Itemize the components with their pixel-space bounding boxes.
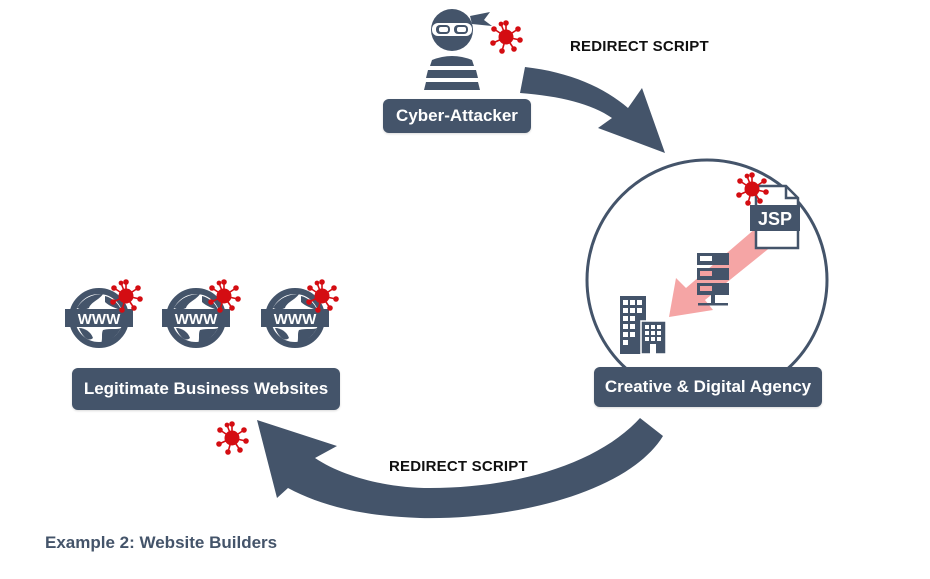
jsp-label: JSP xyxy=(758,209,792,229)
virus-icon xyxy=(216,421,249,455)
hacker-icon xyxy=(424,9,492,90)
websites-label: Legitimate Business Websites xyxy=(72,368,340,410)
jsp-file-icon: JSP xyxy=(750,184,800,250)
bottom-arrow-label: REDIRECT SCRIPT xyxy=(389,458,528,475)
globe-text: WWW xyxy=(78,311,121,328)
attacker-label: Cyber-Attacker xyxy=(383,99,531,133)
www-globe-icon: WWW xyxy=(261,291,329,345)
globe-text: WWW xyxy=(274,311,317,328)
building-icon xyxy=(620,296,667,355)
server-icon xyxy=(697,253,729,306)
bottom-redirect-arrow xyxy=(257,418,663,519)
www-globe-icon: WWW xyxy=(65,291,133,345)
agency-label: Creative & Digital Agency xyxy=(594,367,822,407)
footer-caption: Example 2: Website Builders xyxy=(45,533,278,552)
www-globe-icon: WWW xyxy=(162,291,230,345)
globe-text: WWW xyxy=(175,311,218,328)
top-redirect-arrow xyxy=(520,67,665,153)
top-arrow-label: REDIRECT SCRIPT xyxy=(570,38,709,55)
virus-icon xyxy=(490,20,523,54)
